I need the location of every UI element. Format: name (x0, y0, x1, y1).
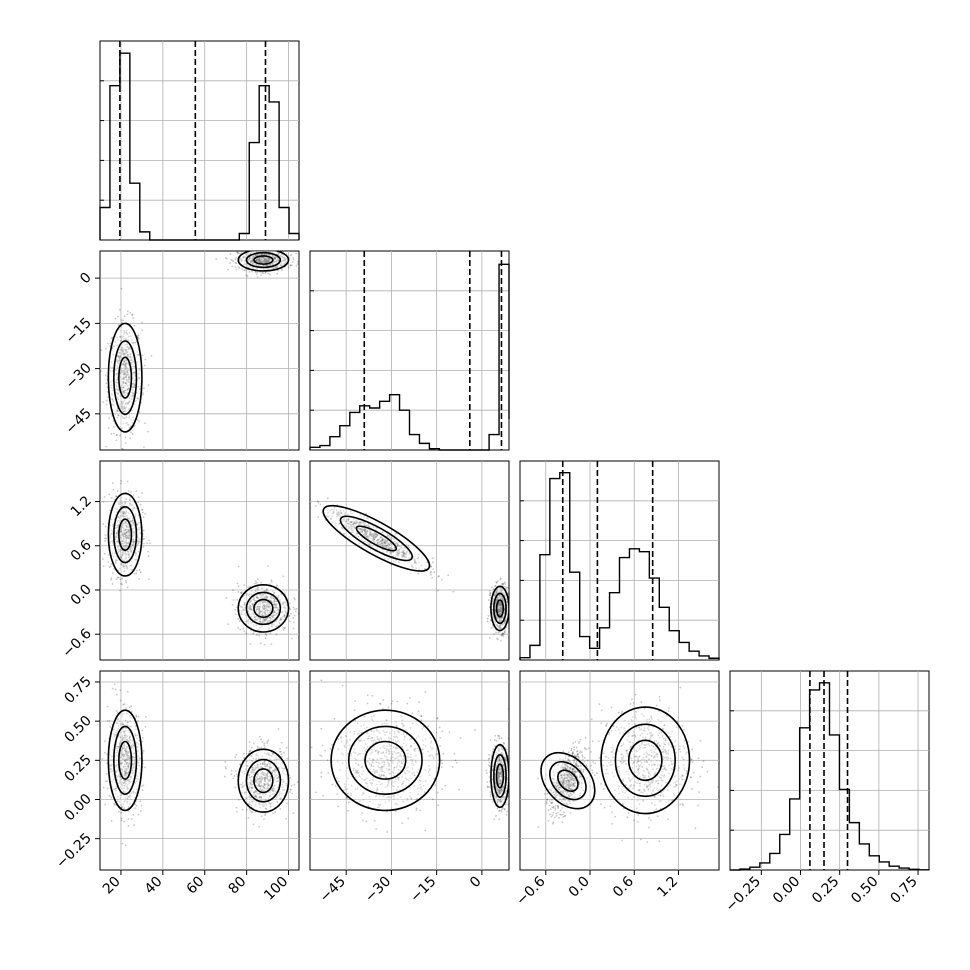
scatter-points (537, 686, 719, 844)
y-tick-label: 0.00 (61, 791, 94, 824)
contour-level (490, 585, 509, 632)
contour-level (600, 706, 691, 815)
contour-level (339, 515, 414, 562)
x-tick-label: −0.25 (723, 874, 765, 916)
histogram-panel-4 (729, 670, 930, 871)
contour-level (614, 723, 676, 798)
y-tick-label: 0.6 (68, 537, 95, 564)
y-tick-label: 1.2 (68, 493, 95, 520)
x-tick-label: 0.25 (809, 874, 842, 907)
scatter-points (310, 497, 509, 642)
contour-level (490, 743, 509, 809)
contour-level (245, 758, 282, 803)
contour-level (245, 251, 282, 269)
y-tick-label: 0.0 (68, 581, 95, 608)
scatter-points (100, 251, 299, 450)
contour-level (113, 506, 138, 564)
contour-level (364, 740, 407, 780)
y-tick-label: 0.50 (61, 713, 94, 746)
scatter-panel-3-1 (99, 460, 300, 661)
contour-level (627, 739, 663, 782)
contour-level (548, 760, 587, 801)
scatter-panel-2-1 (99, 250, 300, 451)
contour-level (237, 251, 290, 272)
x-tick-label: −15 (407, 874, 439, 906)
contour-level (347, 725, 423, 795)
histogram-panel-1 (99, 40, 300, 241)
contour-level (113, 725, 138, 795)
y-tick-label: −0.6 (59, 626, 94, 661)
contour-level (107, 709, 143, 812)
contour-level (107, 492, 143, 577)
contour-level (495, 599, 505, 618)
x-tick-label: 100 (261, 874, 291, 904)
axes-frame (99, 460, 300, 661)
axes-frame (309, 250, 510, 451)
contour-level (118, 356, 133, 399)
contour-level (540, 751, 596, 810)
x-tick-label: 0.6 (610, 873, 637, 900)
contour-level (237, 748, 290, 813)
contour-level (330, 709, 441, 812)
contour-level (557, 769, 579, 792)
x-tick-label: −30 (362, 874, 394, 906)
x-tick-label: 0.50 (848, 874, 881, 907)
histogram-panel-2 (309, 250, 510, 451)
scatter-points (310, 679, 509, 833)
contour-level (253, 598, 274, 619)
contour-level (253, 255, 274, 265)
x-tick-label: 0.00 (770, 874, 803, 907)
scatter-panel-4-2 (309, 670, 510, 871)
contour-level (245, 591, 282, 626)
x-tick-label: −0.6 (513, 873, 548, 908)
scatter-points (101, 683, 299, 847)
contour-level (493, 592, 507, 625)
contour-level (493, 754, 507, 798)
x-tick-label: 80 (226, 874, 250, 898)
scatter-panel-4-3 (519, 670, 720, 871)
scatter-panel-3-2 (309, 460, 510, 661)
scatter-points (100, 479, 299, 646)
y-tick-label: −0.25 (53, 830, 95, 872)
axes-frame (309, 670, 510, 871)
contour-level (113, 340, 138, 416)
y-tick-label: 0 (77, 270, 95, 288)
contour-level (495, 763, 505, 789)
histogram-step (309, 263, 510, 451)
x-tick-label: 60 (184, 874, 208, 898)
x-tick-label: 20 (100, 874, 124, 898)
scatter-panel-4-1 (99, 670, 300, 871)
contour-level (118, 740, 133, 780)
x-tick-label: 0 (467, 874, 485, 892)
x-tick-label: 0.0 (566, 874, 593, 901)
x-tick-label: 40 (142, 874, 166, 898)
histogram-step (99, 52, 300, 241)
x-tick-label: 0.75 (888, 874, 921, 907)
y-tick-label: −30 (63, 360, 95, 392)
histogram-panel-3 (519, 460, 720, 661)
contour-level (355, 525, 398, 552)
contour-level (118, 518, 133, 551)
y-tick-label: −45 (63, 405, 95, 437)
histogram-step (519, 472, 720, 660)
y-tick-label: 0.75 (61, 673, 94, 706)
histogram-step (730, 682, 930, 871)
contour-level (237, 584, 290, 633)
axes-frame (519, 670, 720, 871)
y-tick-label: 0.25 (61, 752, 94, 785)
y-tick-label: −15 (63, 315, 95, 347)
x-tick-label: −45 (317, 874, 349, 906)
contour-level (107, 322, 143, 433)
x-tick-label: 1.2 (654, 874, 681, 901)
contour-level (253, 768, 274, 794)
contour-level (322, 504, 431, 572)
axes-frame (99, 670, 300, 871)
